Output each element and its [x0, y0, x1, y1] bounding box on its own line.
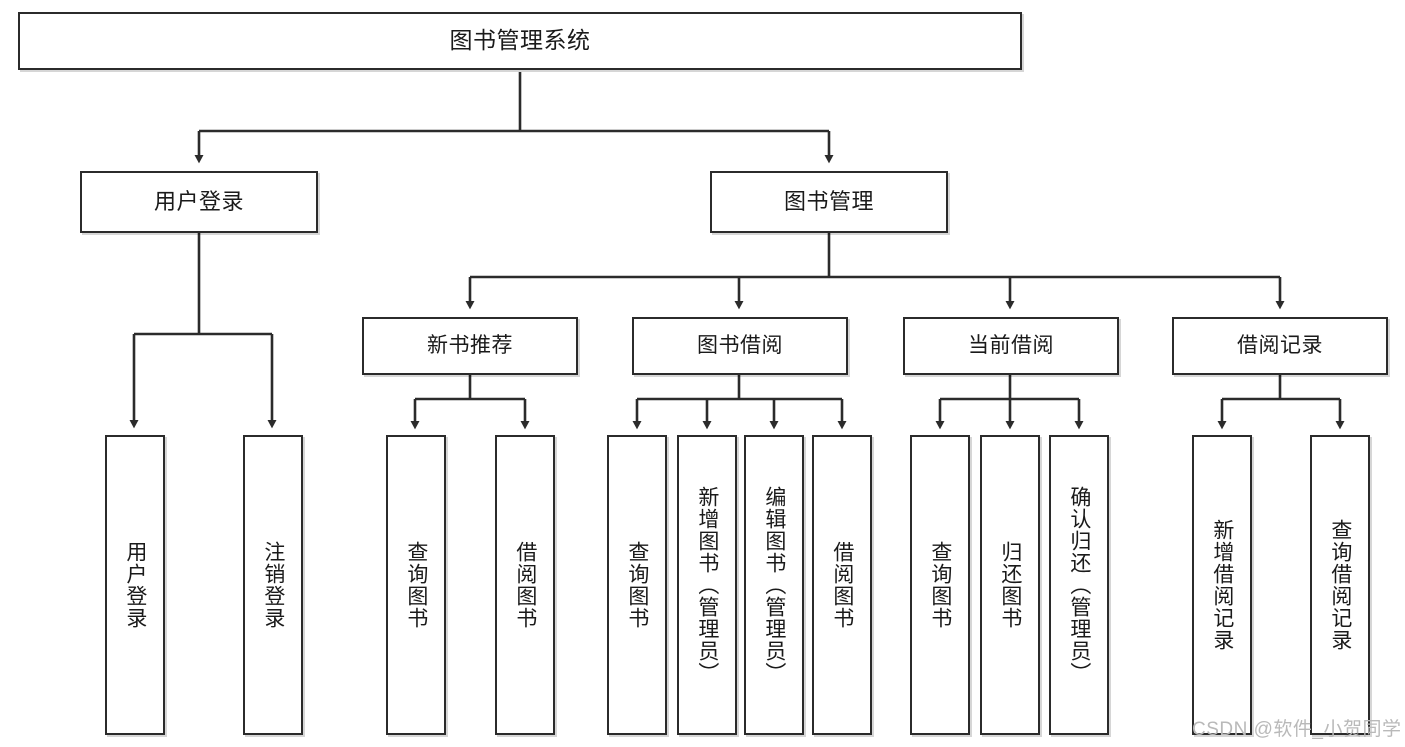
leaf-record-add-record[interactable]: 新增借阅记录 [1192, 435, 1252, 735]
node-current-borrow-label: 当前借阅 [968, 333, 1054, 357]
leaf-user-login-signin[interactable]: 用户登录 [105, 435, 165, 735]
node-root-system[interactable]: 图书管理系统 [18, 12, 1022, 70]
leaf-current-confirm-return[interactable]: 确认归还（管理员） [1049, 435, 1109, 735]
leaf-borrow-edit-book[interactable]: 编辑图书（管理员） [744, 435, 804, 735]
node-current-borrow[interactable]: 当前借阅 [903, 317, 1119, 375]
leaf-current-return-book-label: 归还图书 [998, 541, 1022, 629]
leaf-borrow-query-book[interactable]: 查询图书 [607, 435, 667, 735]
leaf-borrow-borrow-book[interactable]: 借阅图书 [812, 435, 872, 735]
leaf-current-query-book-label: 查询图书 [928, 541, 952, 629]
node-root-system-label: 图书管理系统 [449, 27, 591, 54]
leaf-current-return-book[interactable]: 归还图书 [980, 435, 1040, 735]
leaf-recommend-query-book[interactable]: 查询图书 [386, 435, 446, 735]
node-borrow-record[interactable]: 借阅记录 [1172, 317, 1388, 375]
leaf-borrow-borrow-book-label: 借阅图书 [830, 541, 854, 629]
node-new-book-recommend[interactable]: 新书推荐 [362, 317, 578, 375]
leaf-recommend-query-book-label: 查询图书 [404, 541, 428, 629]
leaf-recommend-borrow-book-label: 借阅图书 [513, 541, 537, 629]
leaf-current-query-book[interactable]: 查询图书 [910, 435, 970, 735]
leaf-borrow-add-book[interactable]: 新增图书（管理员） [677, 435, 737, 735]
leaf-borrow-add-book-label: 新增图书（管理员） [695, 486, 719, 684]
leaf-user-login-signin-label: 用户登录 [123, 541, 147, 629]
node-book-borrow-label: 图书借阅 [697, 333, 783, 357]
leaf-record-add-record-label: 新增借阅记录 [1210, 519, 1234, 651]
node-book-borrow[interactable]: 图书借阅 [632, 317, 848, 375]
node-book-management-label: 图书管理 [783, 189, 874, 215]
node-book-management[interactable]: 图书管理 [710, 171, 948, 233]
csdn-watermark: CSDN @软件_小贺同学 [1192, 719, 1402, 740]
node-borrow-record-label: 借阅记录 [1237, 333, 1323, 357]
leaf-user-login-signout-label: 注销登录 [261, 541, 285, 629]
leaf-user-login-signout[interactable]: 注销登录 [243, 435, 303, 735]
leaf-record-query-record[interactable]: 查询借阅记录 [1310, 435, 1370, 735]
leaf-recommend-borrow-book[interactable]: 借阅图书 [495, 435, 555, 735]
node-user-login[interactable]: 用户登录 [80, 171, 318, 233]
leaf-current-confirm-return-label: 确认归还（管理员） [1067, 486, 1091, 684]
node-new-book-recommend-label: 新书推荐 [427, 333, 513, 357]
node-user-login-label: 用户登录 [153, 189, 244, 215]
leaf-borrow-query-book-label: 查询图书 [625, 541, 649, 629]
leaf-record-query-record-label: 查询借阅记录 [1328, 519, 1352, 651]
leaf-borrow-edit-book-label: 编辑图书（管理员） [762, 486, 786, 684]
